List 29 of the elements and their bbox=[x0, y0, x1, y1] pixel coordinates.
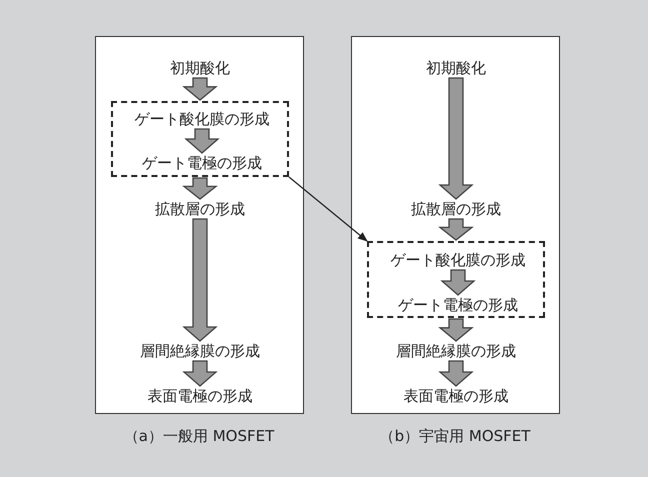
arrow bbox=[288, 176, 368, 242]
block-arrow bbox=[182, 77, 218, 101]
process-step: 表面電極の形成 bbox=[148, 387, 252, 405]
process-panel bbox=[351, 36, 560, 414]
process-step: 層間絶縁膜の形成 bbox=[140, 342, 260, 360]
process-step: 拡散層の形成 bbox=[411, 200, 501, 218]
process-step: 表面電極の形成 bbox=[404, 387, 508, 405]
block-arrow bbox=[184, 128, 220, 154]
block-arrow bbox=[438, 318, 474, 342]
block-arrow bbox=[182, 177, 218, 200]
process-step: ゲート酸化膜の形成 bbox=[390, 251, 526, 269]
block-arrow bbox=[438, 77, 474, 200]
panel-caption: （a）一般用 MOSFET bbox=[124, 427, 274, 445]
process-step: 層間絶縁膜の形成 bbox=[396, 342, 516, 360]
block-arrow bbox=[438, 360, 474, 387]
process-step: 初期酸化 bbox=[170, 59, 230, 77]
process-step: 初期酸化 bbox=[426, 59, 486, 77]
block-arrow bbox=[182, 218, 218, 342]
process-panel bbox=[95, 36, 304, 414]
block-arrow bbox=[182, 360, 218, 387]
process-step: ゲート電極の形成 bbox=[398, 296, 518, 314]
block-arrow bbox=[440, 269, 476, 296]
process-step: ゲート酸化膜の形成 bbox=[134, 110, 270, 128]
process-step: 拡散層の形成 bbox=[155, 200, 245, 218]
process-step: ゲート電極の形成 bbox=[142, 154, 262, 172]
dashed-group-box bbox=[111, 101, 289, 177]
dashed-group-box bbox=[367, 241, 545, 318]
block-arrow bbox=[438, 218, 474, 241]
panel-caption: （b）宇宙用 MOSFET bbox=[380, 427, 530, 445]
